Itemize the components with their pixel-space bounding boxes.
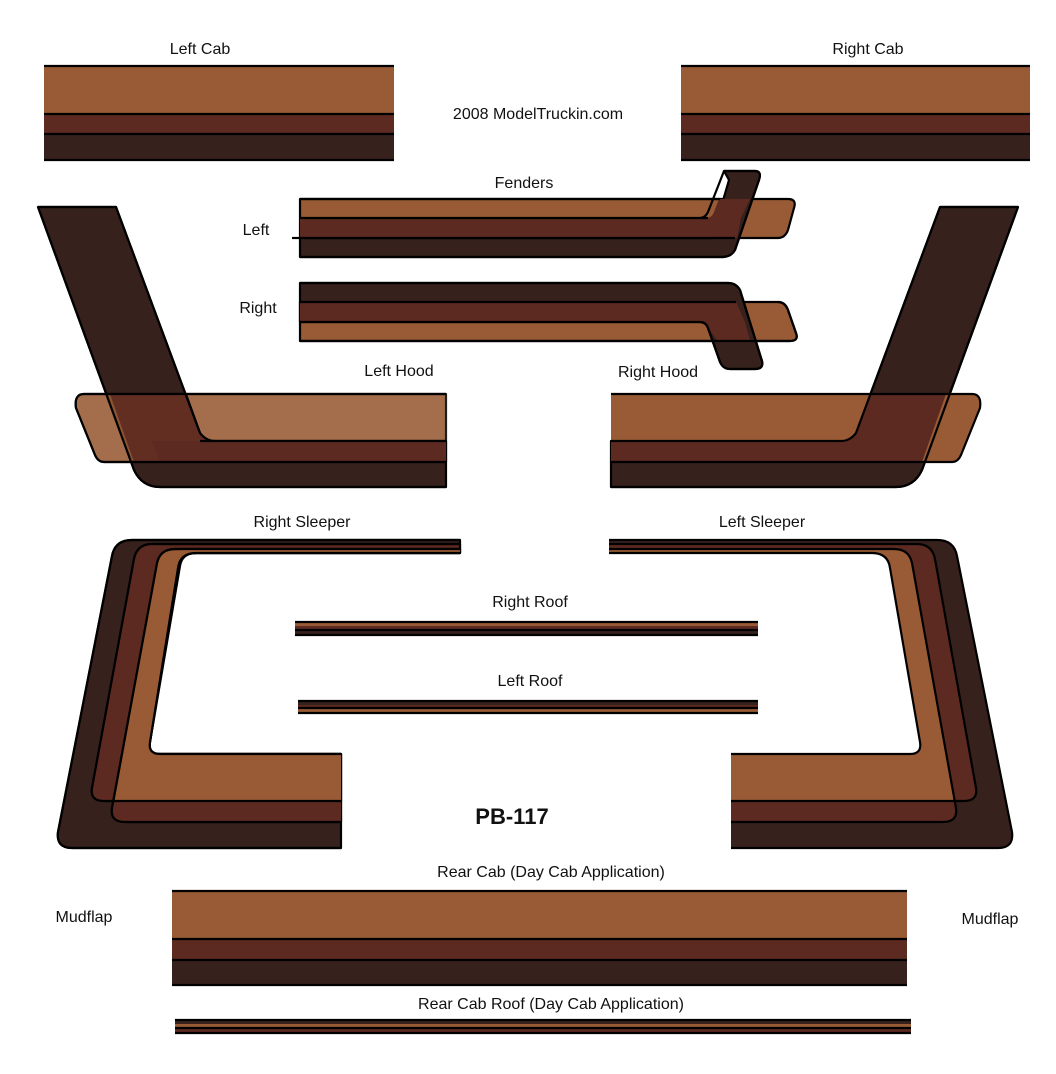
left-roof-label: Left Roof bbox=[498, 673, 563, 690]
left-sleeper-light-main bbox=[609, 549, 955, 801]
mudflap-left-label: Mudflap bbox=[56, 909, 113, 926]
right-cab-stripe bbox=[681, 64, 1030, 162]
right-roof-stripe bbox=[295, 620, 758, 637]
right-hood-label: Right Hood bbox=[618, 364, 698, 381]
right-sleeper-lower-medium bbox=[111, 801, 341, 822]
right-sleeper-stripe bbox=[56, 538, 462, 850]
right-cab-band-dark bbox=[681, 134, 1030, 160]
right-hood-stripe bbox=[609, 205, 1020, 489]
left-hood-overlap-dark bbox=[110, 394, 446, 462]
fenders-label: Fenders bbox=[495, 175, 554, 192]
right-hood-band-medium-lower bbox=[611, 441, 922, 462]
rear-cab-roof-stripe bbox=[175, 1018, 911, 1035]
right-hood-light-upper bbox=[611, 394, 870, 441]
right-cab-band-light bbox=[681, 66, 1030, 114]
left-cab-band-light bbox=[44, 66, 394, 114]
product-code: PB-117 bbox=[475, 804, 548, 829]
left-cab-band-medium bbox=[44, 114, 394, 134]
fender-right-label: Right bbox=[239, 300, 277, 317]
left-cab-band-dark bbox=[44, 134, 394, 160]
mudflap-right-label: Mudflap bbox=[962, 911, 1019, 928]
right-sleeper-left-medium bbox=[91, 544, 175, 801]
rear-cab-roof-label: Rear Cab Roof (Day Cab Application) bbox=[418, 996, 684, 1013]
left-hood-label: Left Hood bbox=[364, 363, 433, 380]
right-sleeper-label: Right Sleeper bbox=[254, 514, 352, 531]
left-sleeper-label: Left Sleeper bbox=[719, 514, 806, 531]
fender-left-label: Left bbox=[243, 222, 270, 239]
right-sleeper-inner-light bbox=[120, 549, 460, 801]
left-fender-stripe bbox=[292, 169, 796, 259]
left-hood-stripe bbox=[36, 205, 448, 489]
right-fender-stripe bbox=[298, 281, 798, 371]
right-roof-label: Right Roof bbox=[492, 594, 568, 611]
rear-cab-label: Rear Cab (Day Cab Application) bbox=[437, 864, 665, 881]
right-cab-label: Right Cab bbox=[832, 41, 903, 58]
right-cab-band-medium bbox=[681, 114, 1030, 134]
left-cab-stripe bbox=[44, 64, 394, 162]
left-sleeper-lower-medium bbox=[731, 801, 957, 822]
left-roof-stripe bbox=[298, 699, 758, 715]
copyright-text: 2008 ModelTruckin.com bbox=[453, 106, 623, 123]
left-cab-label: Left Cab bbox=[170, 41, 231, 58]
rear-cab-stripe bbox=[172, 889, 907, 987]
left-sleeper-stripe bbox=[609, 538, 1014, 850]
